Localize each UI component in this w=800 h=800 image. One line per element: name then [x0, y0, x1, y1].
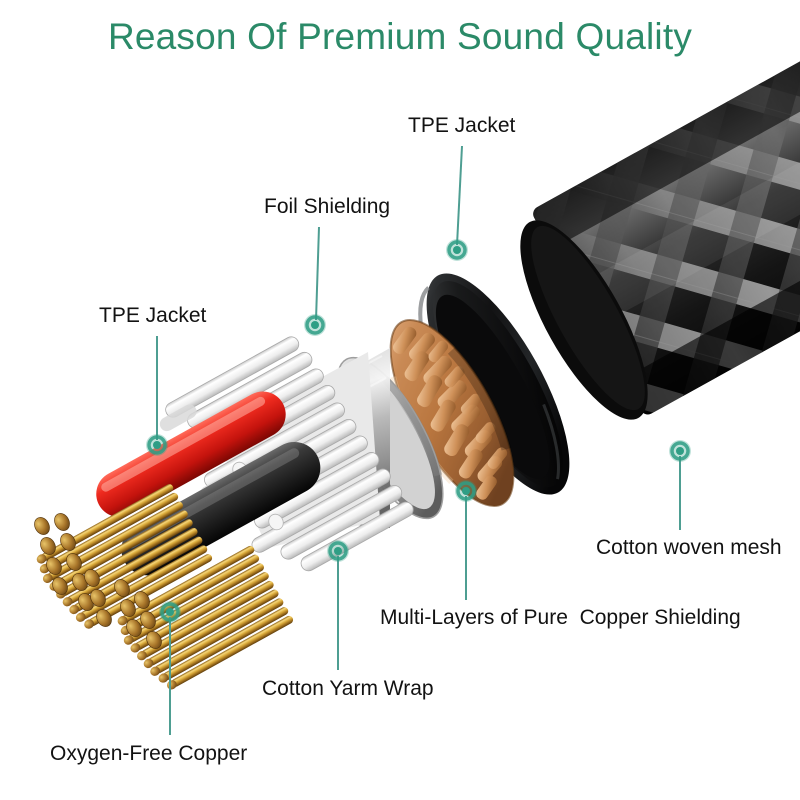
callout-label-cotton-yarm-wrap: Cotton Yarm Wrap: [262, 677, 434, 700]
callout-label-oxygen-free-copper: Oxygen-Free Copper: [50, 742, 248, 765]
cotton-woven-mesh-sleeve: [520, 7, 800, 420]
tpe-jacket-ring: [418, 273, 570, 495]
oxygen-free-copper-bundles: [34, 484, 294, 690]
callout-label-cotton-woven-mesh: Cotton woven mesh: [596, 536, 782, 559]
callout-label-foil-shielding: Foil Shielding: [264, 195, 391, 218]
callout-label-tpe-jacket-left: TPE Jacket: [99, 304, 207, 327]
callout-label-tpe-jacket-top: TPE Jacket: [408, 114, 516, 137]
callout-label-multi-layers-copper-shielding: Multi-Layers of Pure Copper Shielding: [380, 606, 741, 629]
copper-strand-end-face: [34, 513, 162, 649]
page-title: Reason Of Premium Sound Quality: [107, 16, 693, 57]
copper-braid-shielding: [389, 318, 515, 508]
